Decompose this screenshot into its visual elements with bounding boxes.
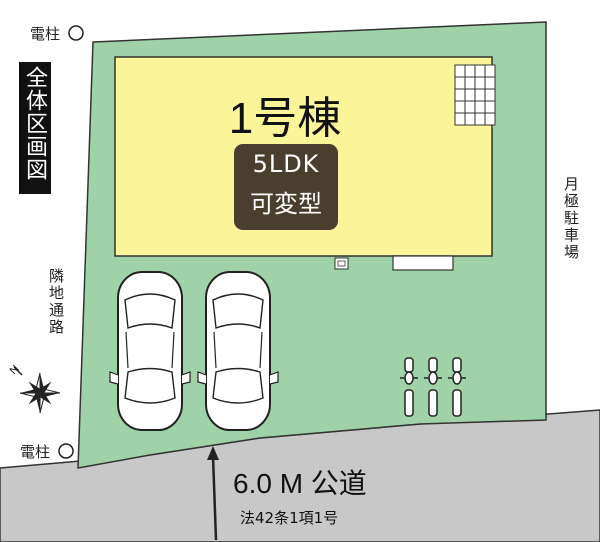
pole-top-label: 電柱 [30, 25, 61, 43]
utility-pole-top-icon [68, 25, 84, 41]
layout-variant: 可変型 [250, 190, 322, 218]
road-law-label: 法42条1項1号 [240, 509, 339, 527]
compass-icon [13, 366, 61, 414]
pole-bottom-label: 電柱 [20, 443, 51, 461]
overall-plan-badge [19, 62, 51, 194]
car-2 [197, 271, 279, 431]
balcony-grid [454, 64, 496, 126]
car-1 [109, 271, 191, 431]
road-arrow-icon [207, 446, 219, 541]
layout-type: 5LDK [252, 150, 320, 178]
monthly-parking-label: 月極駐車場 [562, 176, 580, 261]
bicycle-1 [400, 357, 418, 417]
compass-north-marker: N [8, 363, 22, 377]
utility-pole-bottom-icon [58, 443, 74, 459]
overall-plan-label: 全体区画図 [23, 66, 48, 181]
layout-badge: 5LDK 可変型 [234, 144, 338, 230]
building-name: 1号棟 [228, 94, 342, 143]
meter-box [334, 257, 349, 270]
bicycle-3 [448, 357, 466, 417]
entry-step [392, 255, 454, 271]
neighbor-path-label: 隣地通路 [47, 268, 65, 336]
bicycle-2 [424, 357, 442, 417]
road-width-label: 6.0 M 公道 [233, 468, 367, 499]
